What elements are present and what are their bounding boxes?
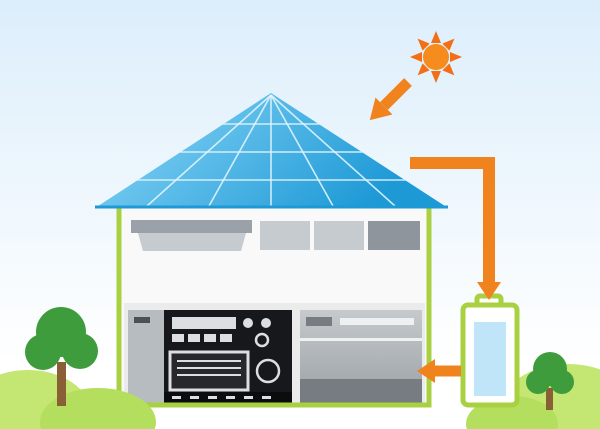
roof-to-battery-arrow — [410, 157, 501, 300]
battery — [460, 293, 520, 408]
arrow-head — [477, 282, 501, 300]
tree-crown — [62, 333, 98, 369]
oven-button — [204, 334, 216, 342]
arrow-elbow-line — [410, 157, 495, 284]
dishwasher-control — [306, 317, 332, 326]
sun-disc — [423, 44, 449, 70]
sun-rays — [410, 31, 462, 83]
sun-ray — [431, 71, 441, 83]
arrow-shaft — [435, 365, 461, 377]
oven-base-dash — [172, 396, 181, 399]
window-pane — [314, 221, 364, 250]
left-tree — [25, 307, 98, 406]
tree-crown — [526, 370, 550, 394]
sun-ray — [417, 63, 430, 76]
sun-ray — [442, 38, 455, 51]
tree-trunk — [546, 388, 553, 410]
oven-base-dash — [244, 396, 253, 399]
oven-base-dash — [226, 396, 235, 399]
sun-ray — [417, 38, 430, 51]
arrow-shaft — [380, 78, 412, 110]
arrow-head — [417, 359, 435, 383]
sun-ray — [442, 63, 455, 76]
oven-base-dash — [208, 396, 217, 399]
oven-button — [220, 334, 232, 342]
battery-charge-level — [474, 322, 506, 396]
dishwasher-handle-slot — [340, 318, 414, 325]
sun-ray — [410, 52, 422, 62]
dishwasher-lower-panel — [300, 379, 422, 403]
oven-knob — [261, 318, 271, 328]
oven-dial — [254, 332, 270, 348]
dishwasher-groove — [300, 338, 422, 341]
roof-grid-line — [146, 94, 272, 207]
sun-ray — [431, 31, 441, 43]
range-hood-top — [131, 220, 252, 233]
house — [116, 203, 432, 408]
roof-grid-line — [208, 94, 272, 207]
oven-range-unit — [128, 310, 292, 403]
energy-flow-arrows — [369, 78, 501, 383]
bush — [40, 388, 156, 429]
dishwasher-unit — [300, 310, 422, 403]
oven-side-panel — [128, 310, 164, 403]
sun-to-roof-arrow — [369, 78, 412, 121]
right-tree — [526, 352, 574, 410]
oven-button — [188, 334, 200, 342]
sun-icon — [410, 31, 462, 83]
oven-display — [172, 317, 236, 329]
tree-trunk — [57, 362, 66, 406]
oven-dial-large — [255, 358, 281, 384]
oven-window — [168, 350, 250, 392]
range-hood-body — [138, 233, 246, 251]
oven-button — [172, 334, 184, 342]
roof-grid-line — [270, 94, 396, 207]
left-bushes — [0, 370, 156, 429]
sun-ray — [450, 52, 462, 62]
tree-crown — [25, 334, 61, 370]
oven-knob — [243, 318, 253, 328]
oven-side-slot — [134, 317, 150, 323]
window-pane — [368, 221, 420, 250]
window-pane — [260, 221, 310, 250]
arrow-head — [369, 97, 393, 121]
roof-grid-line — [270, 94, 334, 207]
tree-crown — [550, 370, 574, 394]
second-floor-windows — [131, 220, 420, 251]
oven-base-dash — [190, 396, 199, 399]
battery-to-appliances-arrow — [417, 359, 461, 383]
oven-base-dash — [262, 396, 271, 399]
